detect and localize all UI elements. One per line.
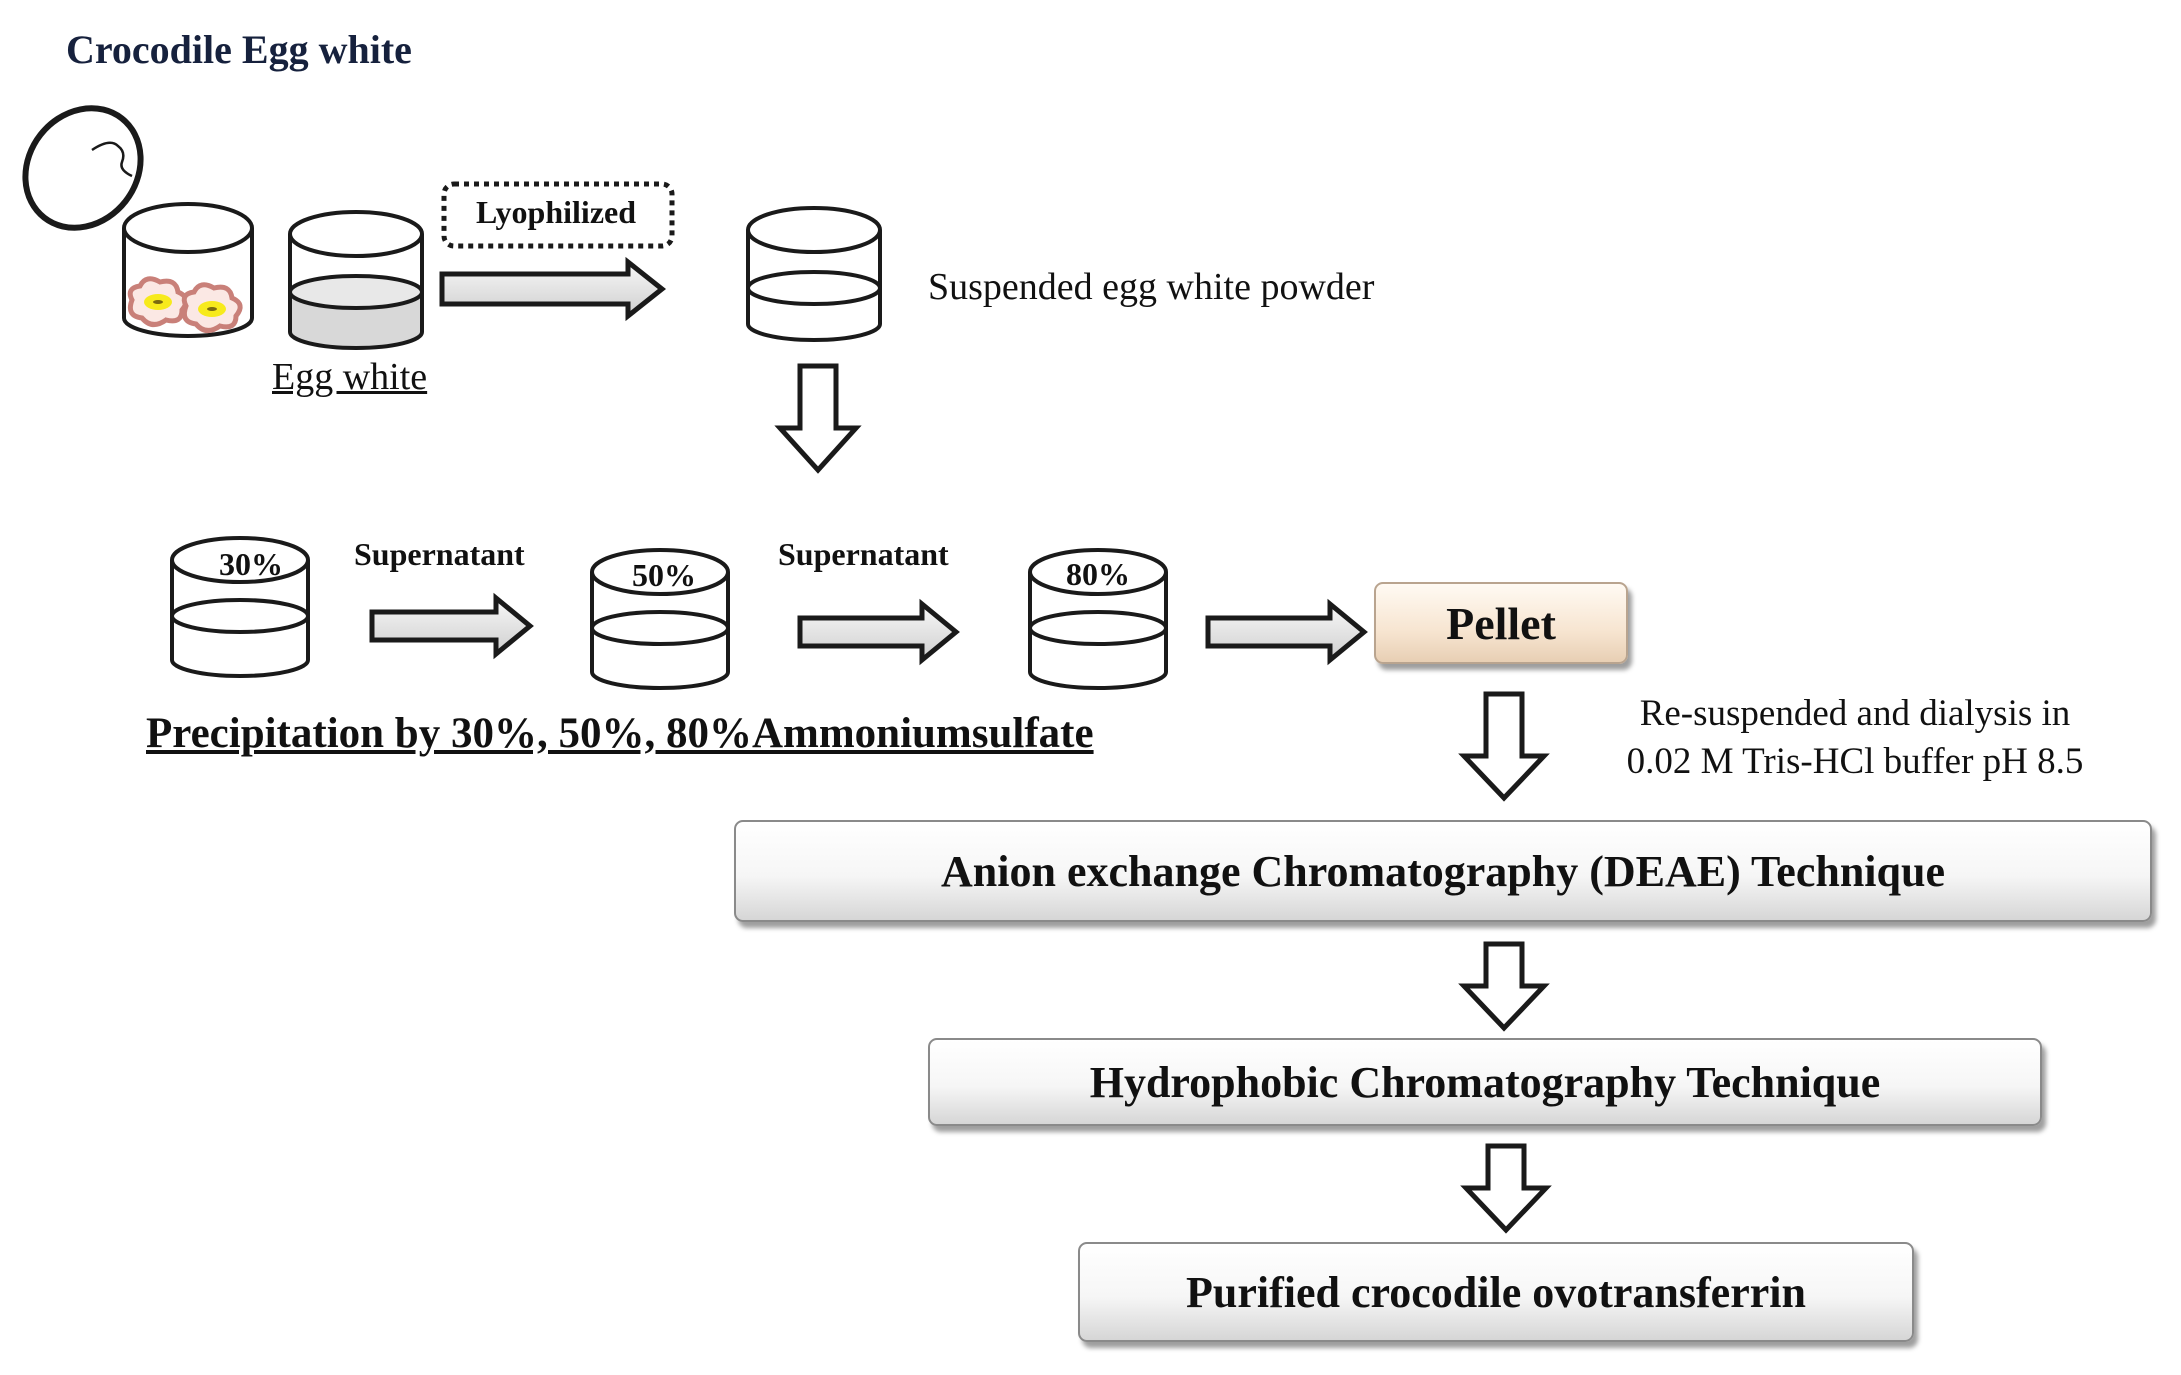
beaker-80-icon xyxy=(1028,548,1168,690)
lyophilized-label: Lyophilized xyxy=(475,194,637,230)
down-arrow-dialysis xyxy=(1458,691,1550,802)
egg-cup-icon xyxy=(122,202,254,338)
egg-yolk-icon xyxy=(127,276,189,327)
supernatant-arrow-1 xyxy=(369,592,534,660)
down-arrow-precipitation xyxy=(774,363,862,474)
pellet-arrow xyxy=(1205,598,1368,666)
pellet-box: Pellet xyxy=(1374,582,1628,664)
egg-white-beaker-icon xyxy=(288,210,424,350)
anion-exchange-step: Anion exchange Chromatography (DEAE) Tec… xyxy=(734,820,2152,922)
supernatant-label-2: Supernatant xyxy=(778,536,949,572)
egg-yolk-icon xyxy=(181,282,243,333)
percent-50-label: 50% xyxy=(632,557,696,593)
down-arrow-hydrophobic xyxy=(1458,941,1550,1032)
dialysis-line-1: Re-suspended and dialysis in xyxy=(1639,693,2071,734)
dialysis-note: Re-suspended and dialysis in 0.02 M Tris… xyxy=(1560,690,2150,786)
egg-white-label: Egg white xyxy=(272,356,428,398)
percent-30-label: 30% xyxy=(219,546,283,582)
hydrophobic-step: Hydrophobic Chromatography Technique xyxy=(928,1038,2042,1126)
cracked-egg-icon xyxy=(22,105,144,231)
dialysis-line-2: 0.02 M Tris-HCl buffer pH 8.5 xyxy=(1626,741,2084,782)
purified-step: Purified crocodile ovotransferrin xyxy=(1078,1242,1914,1342)
lyophilized-box xyxy=(441,181,675,249)
beaker-50-icon xyxy=(590,548,730,690)
suspended-powder-label: Suspended egg white powder xyxy=(928,266,1375,308)
diagram-title: Crocodile Egg white xyxy=(66,27,412,72)
percent-80-label: 80% xyxy=(1066,556,1130,592)
supernatant-arrow-2 xyxy=(797,598,960,666)
beaker-30-icon xyxy=(170,536,310,678)
suspended-beaker-icon xyxy=(746,206,882,342)
down-arrow-purified xyxy=(1460,1143,1552,1234)
supernatant-label-1: Supernatant xyxy=(354,536,525,572)
precipitation-caption: Precipitation by 30%, 50%, 80%Ammoniumsu… xyxy=(146,710,1094,757)
lyophilized-arrow xyxy=(439,256,667,322)
